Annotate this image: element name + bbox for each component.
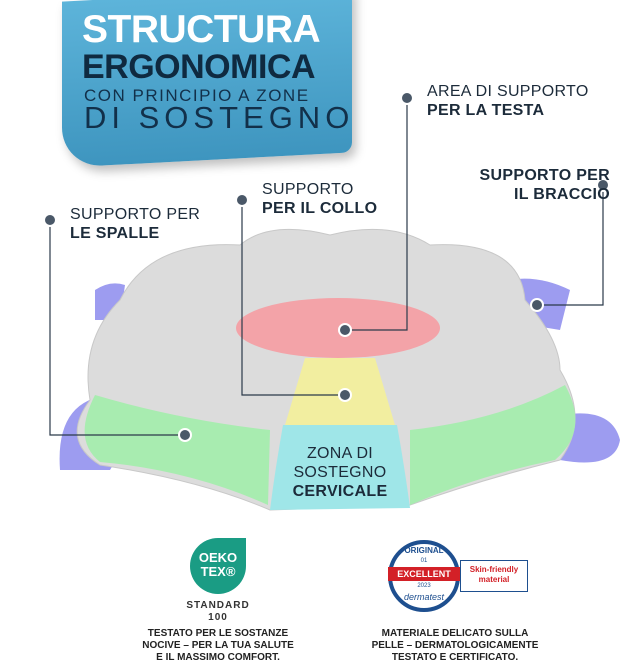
marker-dots	[43, 91, 610, 442]
subtitle-line2: DI SOSTEGNO	[84, 100, 355, 135]
skin-friendly-badge: Skin-friendly material	[460, 560, 528, 592]
title-line2: ERGONOMICA	[82, 48, 316, 86]
leader-lines	[49, 98, 604, 436]
cervical-zone	[270, 425, 410, 510]
head-zone	[236, 298, 440, 358]
dermatest-seal: ORIGINAL 01 EXCELLENT 2023 dermatest	[388, 540, 460, 612]
shoulder-zone-right	[410, 385, 576, 505]
title-line1: STRUCTURA	[82, 8, 321, 51]
shoulder-zone	[84, 395, 271, 505]
subtitle-line1: CON PRINCIPIO A ZONE	[84, 86, 310, 105]
